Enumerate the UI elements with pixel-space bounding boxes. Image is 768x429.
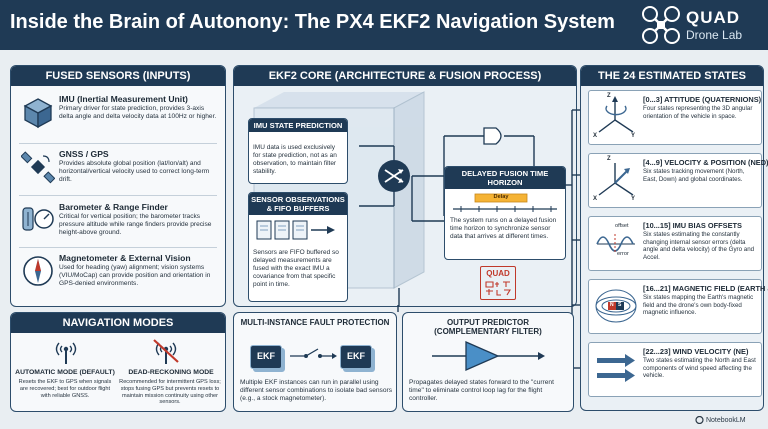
sensor-imu-body: Primary driver for state prediction, pro… bbox=[59, 105, 217, 121]
bias-wave-icon bbox=[596, 234, 635, 254]
quadcopter-icon bbox=[642, 6, 680, 44]
multi-instance-body: Multiple EKF instances can run in parall… bbox=[240, 379, 392, 402]
attitude-axes-icon bbox=[598, 96, 634, 133]
ekf-instance-b: EKF bbox=[340, 345, 372, 369]
ekf2-core-title: EKF2 CORE (ARCHITECTURE & FUSION PROCESS… bbox=[234, 66, 576, 86]
sensor-divider bbox=[19, 247, 217, 248]
wind-arrows-icon bbox=[597, 354, 635, 382]
state-magnetic-field: N S [16...21] MAGNETIC FIELD (EARTH & BO… bbox=[588, 279, 768, 334]
sensor-observations-body: Sensors are FIFO buffered so delayed mea… bbox=[253, 249, 339, 288]
delay-timeline-icon bbox=[453, 193, 557, 212]
sensor-barometer-body: Critical for vertical position; the baro… bbox=[59, 213, 212, 237]
brand-logo: QUAD Drone Lab bbox=[640, 4, 764, 46]
bias-error-label: error bbox=[617, 251, 629, 257]
ekf2-core-panel: EKF2 CORE (ARCHITECTURE & FUSION PROCESS… bbox=[233, 65, 577, 307]
brand-name: QUAD bbox=[686, 8, 741, 27]
state-magnetic-title: [16...21] MAGNETIC FIELD (EARTH & BODY) bbox=[643, 284, 768, 293]
bias-offset-label: offset bbox=[615, 223, 629, 229]
signal-tower-icon bbox=[55, 342, 77, 364]
fused-sensors-panel: FUSED SENSORS (INPUTS) IMU (Inertial Mea… bbox=[10, 65, 226, 307]
magnet-n-label: N bbox=[610, 302, 614, 308]
header-bar: Inside the Brain of Autonony: The PX4 EK… bbox=[0, 0, 768, 50]
velocity-z-label: Z bbox=[607, 156, 611, 162]
sensor-magnetometer-title: Magnetometer & External Vision bbox=[59, 253, 191, 263]
velocity-x-label: X bbox=[593, 196, 598, 202]
compass-icon bbox=[23, 256, 53, 286]
notebook-logo-icon bbox=[695, 415, 704, 425]
navigation-modes-panel: NAVIGATION MODES AUTOMATIC MODE (DEFAULT… bbox=[10, 312, 226, 412]
sensor-barometer-title: Barometer & Range Finder bbox=[59, 202, 168, 212]
auto-mode-body: Resets the EKF to GPS when signals are r… bbox=[18, 379, 112, 399]
state-velocity-title: [4...9] VELOCITY & POSITION (NED) bbox=[643, 158, 768, 167]
satellite-icon bbox=[21, 151, 55, 184]
state-wind-title: [22...23] WIND VELOCITY (NE) bbox=[643, 347, 749, 356]
quad-stamp-text: QUAD bbox=[486, 269, 510, 278]
sensor-gnss-title: GNSS / GPS bbox=[59, 149, 109, 159]
barometer-gauge-icon bbox=[22, 207, 54, 231]
fifo-buffer-icon bbox=[256, 220, 335, 240]
velocity-y-label: Y bbox=[631, 196, 636, 202]
navigation-modes-title: NAVIGATION MODES bbox=[11, 313, 225, 333]
quad-stamp: QUAD bbox=[480, 266, 516, 300]
sensor-magnetometer-body: Used for heading (yaw) alignment; vision… bbox=[59, 264, 211, 288]
sensor-imu-title: IMU (Inertial Measurement Unit) bbox=[59, 94, 188, 104]
sensor-divider bbox=[19, 195, 217, 196]
imu-prediction-title: IMU STATE PREDICTION bbox=[249, 119, 347, 132]
ekf-instance-a-label: EKF bbox=[257, 351, 275, 361]
state-velocity-body: Six states tracking movement (North, Eas… bbox=[643, 168, 745, 183]
sensor-gnss-body: Provides absolute global position (lat/l… bbox=[59, 160, 210, 184]
state-attitude-title: [0...3] ATTITUDE (QUATERNIONS) bbox=[643, 95, 762, 104]
attitude-z-label: Z bbox=[607, 93, 611, 99]
fused-sensors-title: FUSED SENSORS (INPUTS) bbox=[11, 66, 225, 86]
stamp-glyph-icon bbox=[485, 281, 511, 296]
ekf-instance-b-label: EKF bbox=[347, 351, 365, 361]
footer-label: NotebookLM bbox=[705, 416, 746, 424]
footer-branding: NotebookLM bbox=[695, 415, 746, 425]
state-wind-body: Two states estimating the North and East… bbox=[643, 357, 756, 380]
imu-prediction-box: IMU STATE PREDICTION IMU data is used ex… bbox=[248, 118, 348, 184]
state-velocity: Z X Y [4...9] VELOCITY & POSITION (NED) … bbox=[588, 153, 768, 208]
page-title: Inside the Brain of Autonony: The PX4 EK… bbox=[10, 11, 615, 33]
attitude-x-label: X bbox=[593, 133, 598, 139]
imu-cube-icon bbox=[23, 98, 53, 129]
multi-instance-panel: MULTI-INSTANCE FAULT PROTECTION EKF EKF … bbox=[233, 312, 397, 412]
estimated-states-title: THE 24 ESTIMATED STATES bbox=[581, 66, 763, 86]
sensor-divider bbox=[19, 143, 217, 144]
magnetic-field-icon bbox=[595, 289, 637, 323]
output-predictor-body: Propagates delayed states forward to the… bbox=[409, 379, 554, 402]
state-wind: [22...23] WIND VELOCITY (NE) Two states … bbox=[588, 342, 762, 397]
auto-mode-title: AUTOMATIC MODE (DEFAULT) bbox=[15, 369, 115, 376]
magnet-s-label: S bbox=[618, 302, 622, 308]
ekf-instance-a: EKF bbox=[250, 345, 282, 369]
output-predictor-panel: OUTPUT PREDICTOR (COMPLEMENTARY FILTER) … bbox=[402, 312, 574, 412]
state-attitude-body: Four states representing the 3D angular … bbox=[643, 105, 753, 120]
velocity-axes-icon bbox=[598, 163, 634, 196]
state-attitude: Z X Y [0...3] ATTITUDE (QUATERNIONS) Fou… bbox=[588, 90, 762, 145]
delayed-fusion-box: DELAYED FUSION TIME HORIZON Delay The sy… bbox=[444, 166, 566, 260]
delay-tag: Delay bbox=[493, 194, 509, 200]
amplifier-icon bbox=[432, 341, 545, 371]
imu-prediction-body: IMU data is used exclusively for state p… bbox=[253, 144, 337, 175]
output-predictor-title: OUTPUT PREDICTOR (COMPLEMENTARY FILTER) bbox=[434, 318, 542, 336]
brand-subtitle: Drone Lab bbox=[686, 28, 743, 42]
ekf-switch-icon bbox=[290, 348, 337, 359]
delayed-fusion-body: The system runs on a delayed fusion time… bbox=[450, 217, 557, 240]
dead-reckoning-title: DEAD-RECKONING MODE bbox=[128, 369, 214, 376]
dead-reckoning-body: Recommended for intermittent GPS loss; s… bbox=[119, 379, 221, 406]
sensor-observations-box: SENSOR OBSERVATIONS & FIFO BUFFERS Senso… bbox=[248, 192, 348, 302]
no-signal-icon bbox=[153, 339, 179, 364]
multi-instance-title: MULTI-INSTANCE FAULT PROTECTION bbox=[240, 318, 390, 327]
attitude-y-label: Y bbox=[631, 133, 636, 139]
state-imu-bias: offset error [10...15] IMU BIAS OFFSETS … bbox=[588, 216, 762, 271]
sensor-observations-title: SENSOR OBSERVATIONS & FIFO BUFFERS bbox=[249, 193, 347, 215]
state-imu-bias-body: Six states estimating the constantly cha… bbox=[643, 231, 755, 261]
delayed-fusion-title: DELAYED FUSION TIME HORIZON bbox=[445, 167, 565, 189]
state-imu-bias-title: [10...15] IMU BIAS OFFSETS bbox=[643, 221, 742, 230]
state-magnetic-body: Six states mapping the Earth's magnetic … bbox=[643, 294, 754, 317]
